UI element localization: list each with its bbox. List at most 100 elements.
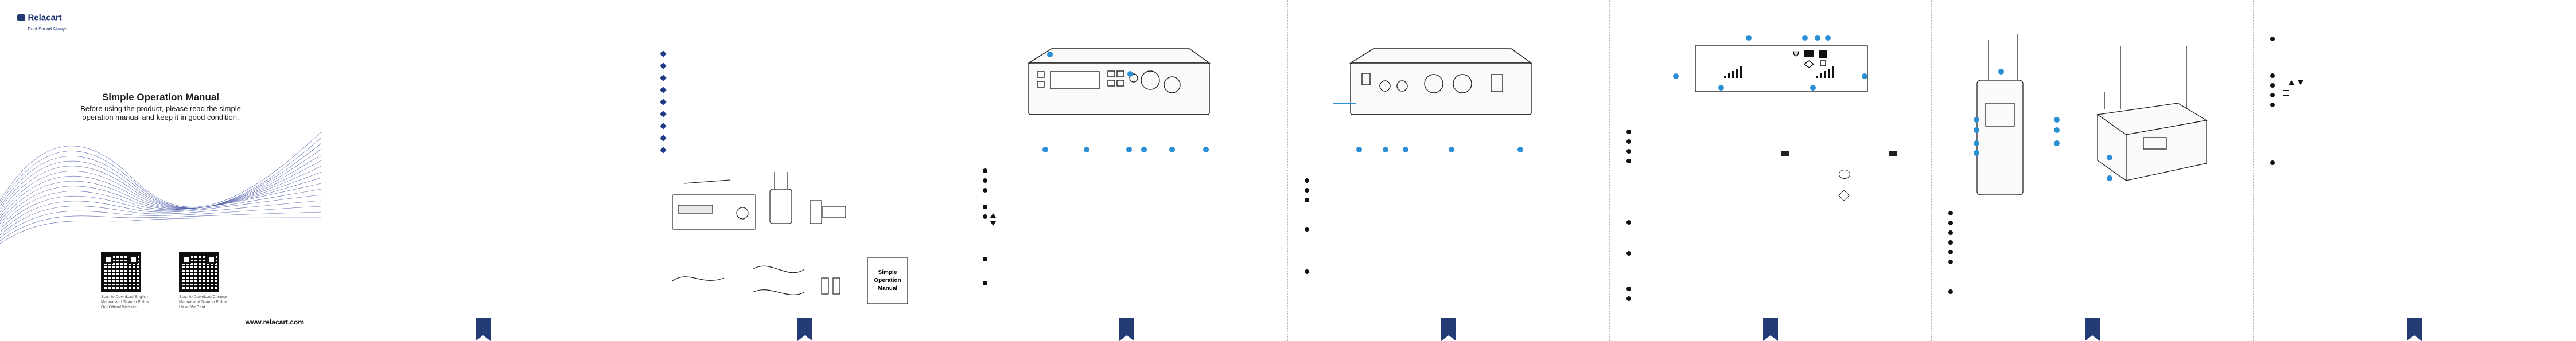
qr-caption-english: Scan to Download English Manual and Scan… — [101, 295, 150, 309]
callout-10 — [2107, 175, 2112, 181]
step-bullet — [2270, 103, 2275, 107]
bodypack-illustration — [1976, 34, 2208, 195]
step-bullet — [1948, 289, 1953, 294]
callout-1 — [1356, 147, 1362, 152]
up-arrow-icon — [2289, 80, 2294, 85]
receiver-front-illustration — [1027, 48, 1211, 115]
callout-4 — [1825, 35, 1831, 41]
step-bullet — [2270, 37, 2275, 41]
step-bullet — [2270, 73, 2275, 78]
step-bullet — [983, 281, 987, 285]
manual-title: Simple Operation Manual — [102, 92, 220, 103]
list-marker-icon — [660, 147, 667, 154]
cover-panel: Relacart Real Sound Always Simple Operat… — [0, 0, 321, 341]
bodypack-panel — [1931, 0, 2252, 341]
antenna-icon: Ψ — [1793, 50, 1799, 60]
callout-8 — [1203, 147, 1209, 152]
circle-icon — [1839, 170, 1850, 179]
step-bullet — [1626, 130, 1631, 134]
callout-7 — [1718, 85, 1724, 91]
qr-caption-chinese: Scan to Download Chinese Manual and Scan… — [179, 295, 228, 309]
callout-4 — [1084, 147, 1089, 152]
callout-2 — [1383, 147, 1388, 152]
manual-subtitle-line2: operation manual and keep it in good con… — [82, 113, 239, 121]
callout-8 — [2054, 140, 2060, 146]
callout-4 — [1449, 147, 1454, 152]
qr-code-english[interactable] — [101, 252, 141, 292]
step-bullet — [1305, 227, 1309, 232]
svg-text:Operation: Operation — [874, 277, 901, 284]
callout-1 — [1746, 35, 1752, 41]
page-tab-5 — [1441, 318, 1456, 341]
display-panel: Ψ — [1609, 0, 1931, 341]
step-bullet — [983, 178, 987, 183]
step-bullet — [983, 168, 987, 173]
list-marker-icon — [660, 135, 667, 142]
lcd-display-illustration: Ψ — [1695, 45, 1868, 92]
lock-icon — [2283, 90, 2289, 96]
step-bullet — [1948, 260, 1953, 264]
website-url[interactable]: www.relacart.com — [245, 318, 304, 326]
package-contents-panel: Simple Operation Manual — [644, 0, 965, 341]
callout-9 — [2107, 155, 2112, 160]
step-bullet — [1626, 159, 1631, 163]
callout-1 — [1998, 69, 2004, 75]
page-tab-4 — [1119, 318, 1134, 341]
page-tab-7 — [2085, 318, 2100, 341]
step-bullet — [2270, 93, 2275, 97]
step-bullet — [983, 205, 987, 209]
callout-5 — [1517, 147, 1523, 152]
brand-tagline: Real Sound Always — [18, 26, 67, 32]
step-bullet — [1626, 220, 1631, 225]
callout-3 — [1403, 147, 1408, 152]
list-marker-icon — [660, 87, 667, 93]
page-tab-3 — [797, 318, 812, 341]
manual-card: Simple Operation Manual — [874, 269, 901, 292]
wave-graphic — [0, 131, 321, 244]
step-bullet — [1305, 198, 1309, 202]
step-bullet — [983, 257, 987, 261]
callout-7 — [2054, 127, 2060, 133]
down-arrow-icon — [2298, 80, 2303, 85]
down-arrow-icon — [990, 221, 996, 226]
callout-5 — [1126, 147, 1132, 152]
step-bullet — [1626, 287, 1631, 291]
receiver-front-panel — [966, 0, 1287, 341]
page-tab-6 — [1763, 318, 1778, 341]
step-bullet — [1948, 221, 1953, 225]
step-bullet — [1626, 139, 1631, 144]
step-bullet — [1305, 188, 1309, 193]
brand-name: Relacart — [28, 13, 62, 23]
receiver-back-illustration — [1349, 48, 1533, 115]
callout-2 — [1802, 35, 1808, 41]
qr-code-chinese[interactable] — [179, 252, 219, 292]
step-bullet — [1305, 269, 1309, 274]
step-bullet — [1948, 250, 1953, 254]
callout-3 — [1815, 35, 1820, 41]
manual-subtitle-line1: Before using the product, please read th… — [80, 104, 241, 113]
step-bullet — [1626, 251, 1631, 256]
callout-leader — [1333, 103, 1356, 104]
svg-text:Manual: Manual — [878, 285, 898, 292]
step-bullet — [1948, 240, 1953, 245]
step-bullet — [1626, 149, 1631, 154]
callout-1 — [1047, 52, 1053, 57]
operation-notes-panel — [2253, 0, 2574, 341]
step-bullet — [983, 188, 987, 193]
step-bullet — [1626, 296, 1631, 301]
logo-mark-icon — [17, 14, 25, 21]
callout-2 — [1127, 71, 1133, 77]
receiver-back-panel — [1287, 0, 1609, 341]
blank-panel-2 — [322, 0, 643, 341]
step-bullet — [1305, 178, 1309, 183]
list-marker-icon — [660, 75, 667, 81]
step-bullet — [2270, 83, 2275, 88]
callout-5 — [1974, 150, 1979, 156]
list-marker-icon — [660, 62, 667, 69]
step-bullet — [1948, 211, 1953, 215]
callout-7 — [1169, 147, 1175, 152]
page-tab-2 — [476, 318, 491, 341]
callout-6 — [2054, 117, 2060, 123]
up-arrow-icon — [990, 213, 996, 218]
step-bullet — [1948, 230, 1953, 235]
